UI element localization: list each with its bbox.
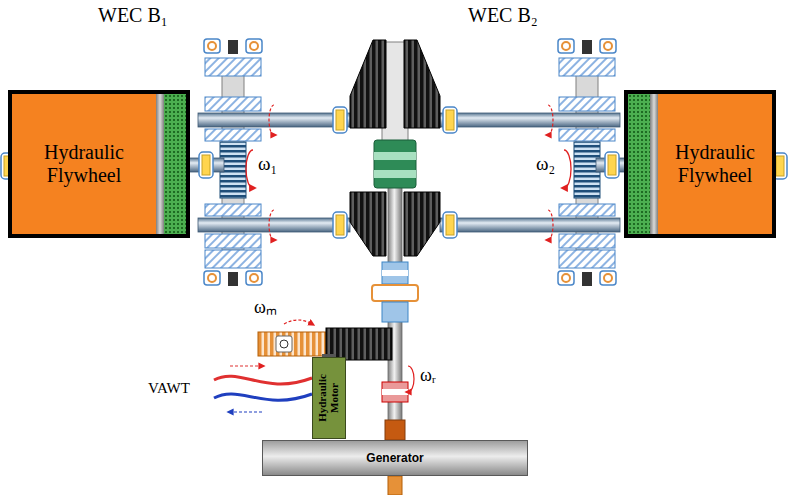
speed-symbol: ω₂ — [536, 154, 555, 175]
flywheel-label: Hydraulic Flywheel — [658, 141, 772, 187]
coupling — [382, 262, 408, 284]
flywheel-face — [628, 94, 650, 234]
rotation-arrow — [408, 366, 414, 392]
shaft-bearing — [443, 212, 457, 238]
shaft — [440, 218, 620, 232]
component-label: VAWT — [148, 380, 190, 397]
speed-symbol: ωₘ — [254, 298, 277, 318]
bevel-gear — [350, 40, 386, 128]
text-holder: Generator — [263, 441, 527, 475]
flywheel-face — [164, 94, 186, 234]
flywheel-box: Hydraulic Flywheel — [8, 90, 190, 238]
shaft-bearing — [605, 152, 619, 178]
speed-symbol: ωᵣ — [420, 366, 436, 386]
shaft-bearing — [333, 212, 347, 238]
coupling-band — [374, 152, 416, 160]
flywheel-label: Hydraulic Flywheel — [12, 141, 156, 187]
shaft-bearing — [443, 107, 457, 133]
rotation-arrow — [284, 320, 312, 324]
coupling-band — [374, 170, 416, 178]
rotation-arrow — [548, 105, 553, 135]
shaft-bearing — [333, 107, 347, 133]
shaft-bearing — [199, 152, 213, 178]
rotation-arrow — [246, 150, 253, 188]
flywheel-rim — [156, 94, 164, 234]
shaft — [198, 113, 350, 127]
rotation-arrow — [564, 150, 571, 188]
generator-label: Generator — [366, 452, 423, 465]
coupling — [374, 140, 416, 188]
flow-arrow — [230, 365, 262, 366]
hydraulic-line — [214, 394, 312, 400]
generator-shaft — [385, 420, 405, 440]
gear-hub — [276, 336, 292, 352]
text-holder: Hydraulic Motor — [313, 358, 345, 438]
flow-arrow — [230, 411, 262, 412]
flywheel-box: Hydraulic Flywheel — [624, 90, 776, 238]
text-holder: Hydraulic Flywheel — [658, 94, 772, 234]
coupling — [382, 382, 408, 402]
motor-label: Hydraulic Motor — [317, 358, 340, 438]
text-holder: Hydraulic Flywheel — [12, 94, 156, 234]
rotation-arrow — [269, 210, 274, 240]
gear-hub — [280, 340, 288, 348]
bearing-housing — [372, 285, 418, 301]
component-label: WEC B₂ — [468, 4, 538, 26]
coupling-band — [382, 270, 408, 276]
coupling-band — [382, 389, 408, 395]
bevel-gear — [350, 192, 386, 256]
rotation-arrow — [269, 105, 274, 135]
generator-shaft — [388, 476, 402, 495]
speed-symbol: ω₁ — [258, 154, 277, 175]
shaft — [198, 218, 350, 232]
motor-box: Hydraulic Motor — [312, 357, 346, 439]
hydraulic-line — [214, 376, 312, 384]
bevel-gear — [404, 192, 440, 256]
coupling — [382, 302, 408, 322]
component-label: WEC B₁ — [98, 4, 168, 26]
rotation-arrow — [548, 210, 553, 240]
bevel-gear — [404, 40, 440, 128]
motor-gear — [258, 332, 326, 356]
generator-box: Generator — [262, 440, 528, 476]
shaft — [440, 113, 620, 127]
flywheel-rim — [650, 94, 658, 234]
